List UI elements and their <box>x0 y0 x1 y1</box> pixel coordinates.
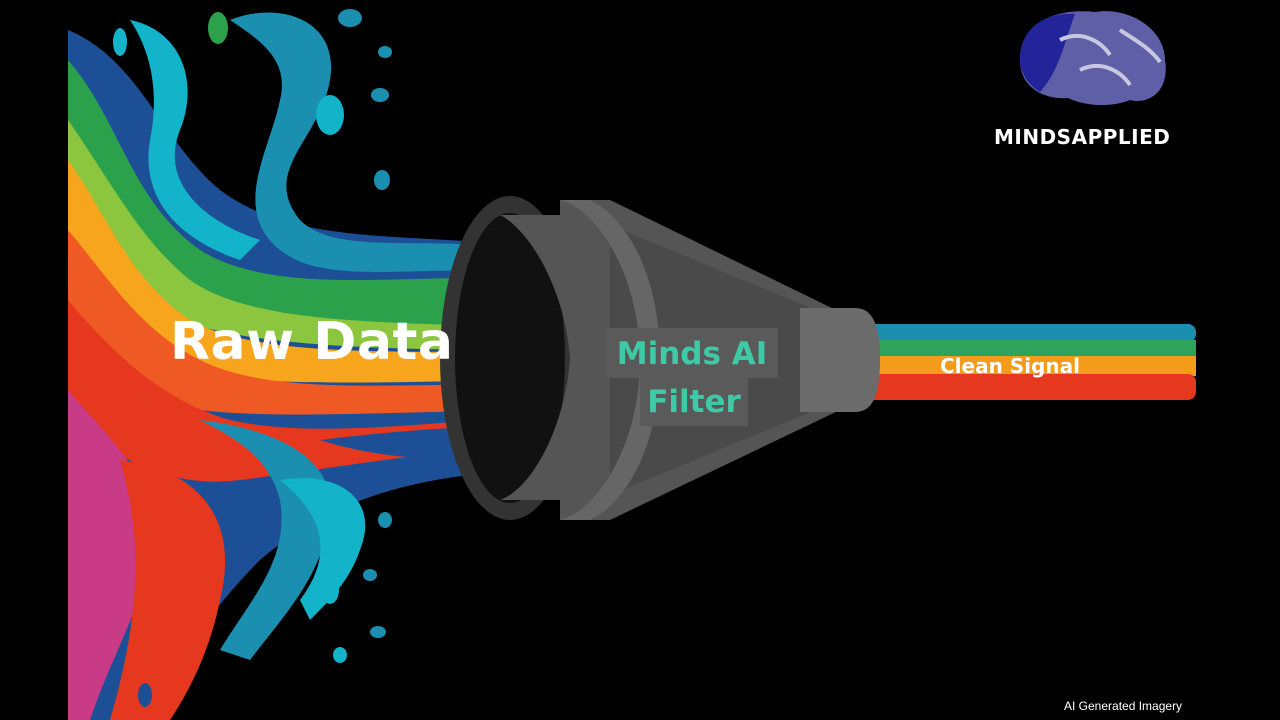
splash-droplets <box>113 9 392 707</box>
clean-signal-stream <box>860 324 1196 400</box>
filter-label-line1: Minds AI <box>616 336 768 372</box>
image-credit: AI Generated Imagery <box>1064 699 1183 713</box>
raw-data-label: Raw Data <box>170 312 454 372</box>
raw-data-splash <box>68 12 560 720</box>
filter-label-line2: Filter <box>647 384 741 420</box>
brand-name: MINDSAPPLIED <box>994 125 1171 149</box>
filter-label-background <box>606 328 778 378</box>
filter-label-background-2 <box>640 376 748 426</box>
brain-icon <box>1020 11 1166 106</box>
clean-signal-label: Clean Signal <box>940 354 1080 378</box>
